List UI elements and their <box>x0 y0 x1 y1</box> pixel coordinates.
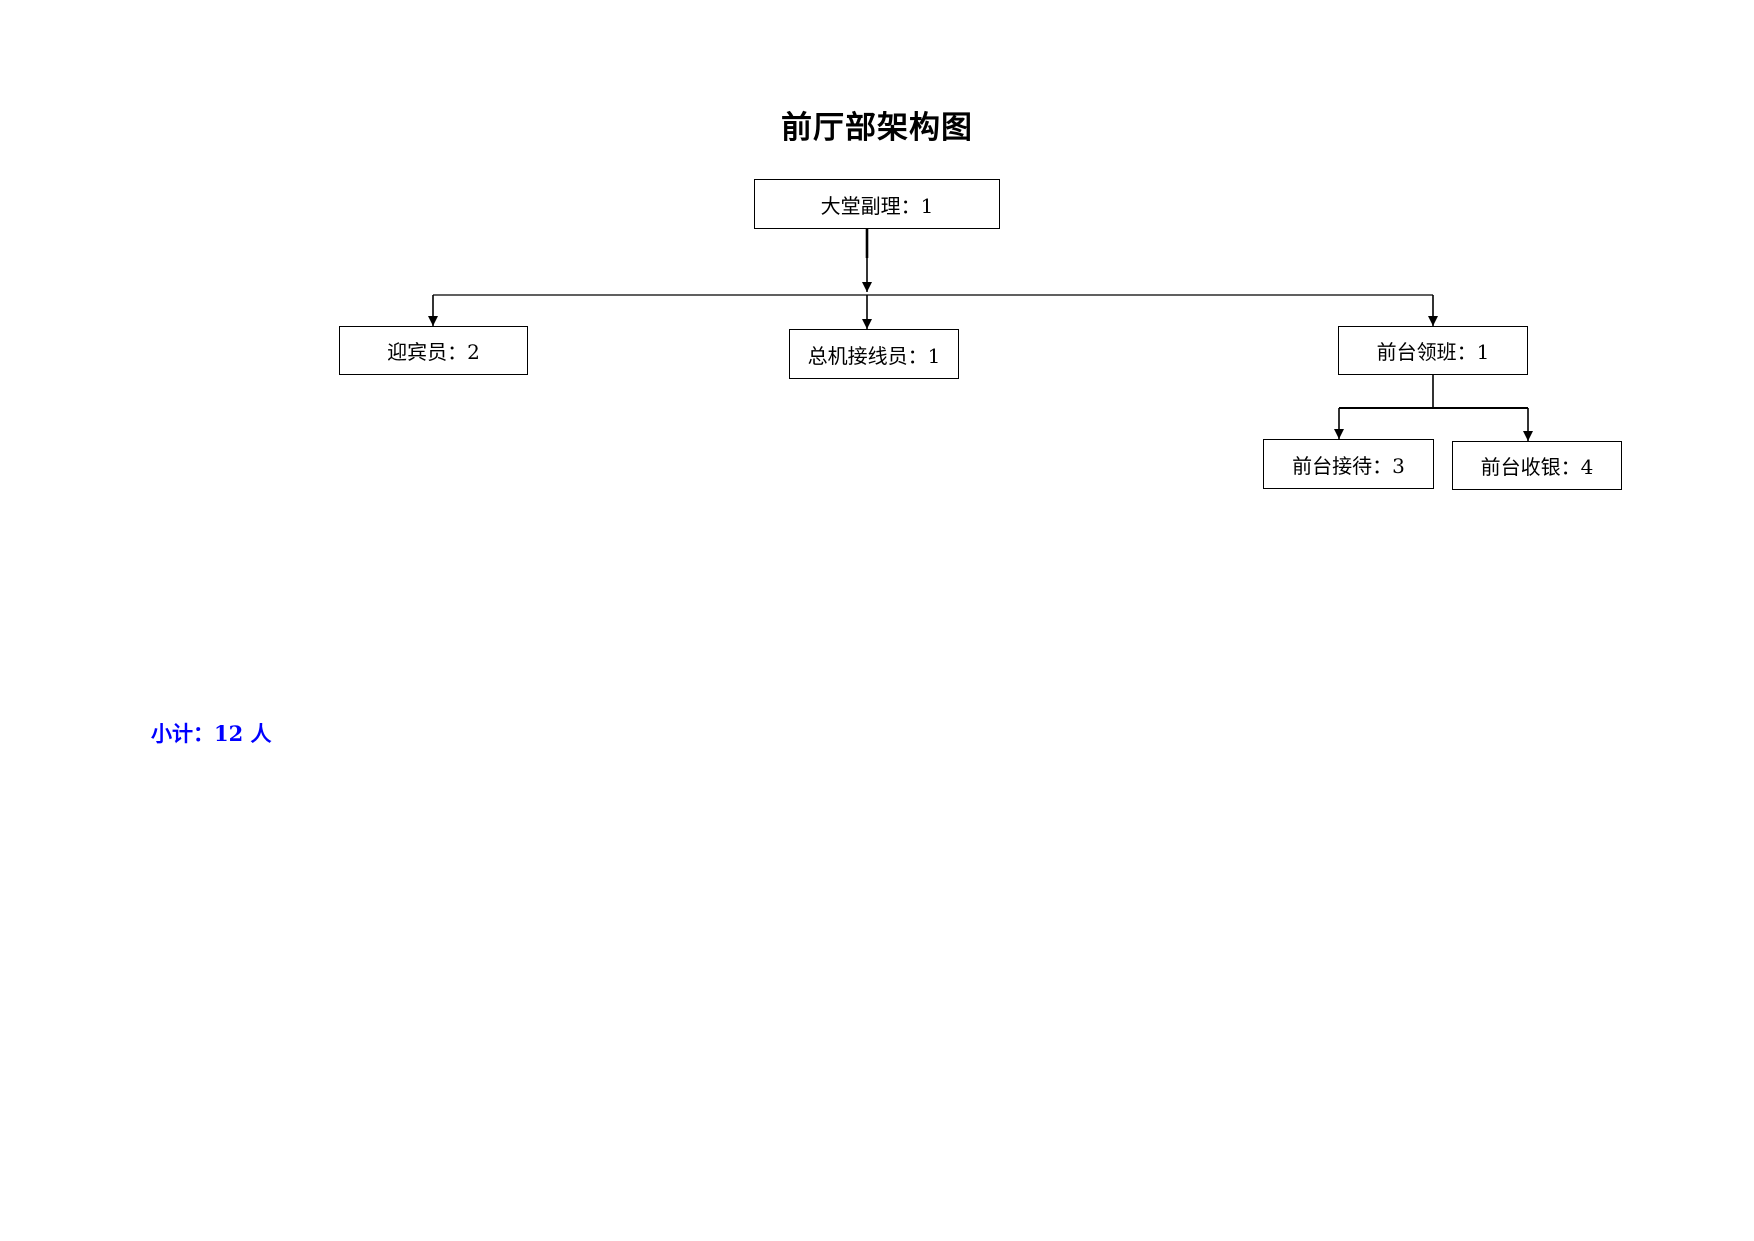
node-front-desk-reception: 前台接待：3 <box>1263 439 1434 489</box>
subtotal-text: 小计：12 人 <box>151 721 272 746</box>
node-label: 迎宾员：2 <box>387 340 480 364</box>
node-label: 前台领班：1 <box>1376 340 1490 364</box>
node-label: 前台收银：4 <box>1480 455 1594 479</box>
node-switchboard-operator: 总机接线员：1 <box>789 329 959 379</box>
node-front-desk-cashier: 前台收银：4 <box>1452 441 1622 490</box>
node-greeter: 迎宾员：2 <box>339 326 528 375</box>
node-front-desk-lead: 前台领班：1 <box>1338 326 1528 375</box>
chart-title: 前厅部架构图 <box>781 110 973 146</box>
node-lobby-assistant-manager: 大堂副理：1 <box>754 179 1000 229</box>
node-label: 前台接待：3 <box>1292 453 1405 478</box>
node-label: 总机接线员：1 <box>807 343 941 368</box>
node-label: 大堂副理：1 <box>820 193 934 218</box>
